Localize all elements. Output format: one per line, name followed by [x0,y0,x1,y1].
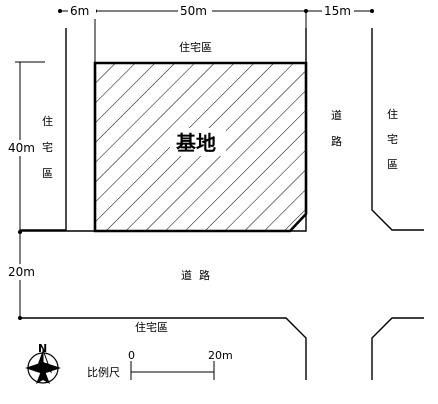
south-road-label: 道 路 [181,268,210,282]
west-block-boundary [20,28,67,231]
south-road-edge-left [20,317,307,380]
svg-text:宅: 宅 [387,132,398,146]
svg-text:區: 區 [42,167,53,180]
south-road-edge-right [371,317,424,380]
scale-start-label: 0 [128,349,135,362]
left-dimension-line [15,61,45,320]
west-zone-label: 住 宅 區 [42,114,53,180]
east-block-boundary [371,28,424,231]
svg-text:路: 路 [331,135,342,148]
north-arrow-label: N [38,342,47,355]
scale-end-label: 20m [208,349,233,362]
svg-text:路: 路 [199,269,210,282]
east-zone-label: 住 宅 區 [387,107,398,171]
scale-caption: 比例尺 [87,365,120,379]
front-road-width-label: 20m [8,265,35,279]
scale-bar [130,361,215,380]
site-width-label: 50m [180,4,207,18]
east-road-label: 道 路 [331,108,342,148]
north-zone-label: 住宅區 [179,40,212,54]
site-label: 基地 [176,131,216,155]
site-depth-label: 40m [8,141,35,155]
svg-text:道: 道 [331,108,342,122]
right-road-width-label: 15m [324,4,351,18]
svg-text:住: 住 [387,107,398,121]
south-zone-label: 住宅區 [135,320,168,334]
svg-text:區: 區 [387,158,398,171]
left-setback-label: 6m [70,4,89,18]
svg-text:道: 道 [181,268,192,282]
north-arrow-icon [25,349,61,384]
svg-text:住: 住 [42,114,53,128]
svg-text:宅: 宅 [42,140,53,154]
